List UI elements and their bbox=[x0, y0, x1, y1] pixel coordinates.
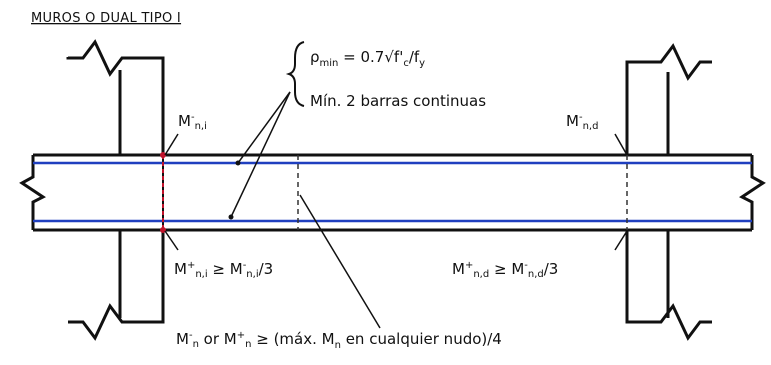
rho-min-label: ρmin = 0.7√f'c/fy bbox=[310, 48, 425, 69]
leader-lines bbox=[164, 91, 628, 329]
m-neg-right-label: M-n,d bbox=[566, 112, 598, 132]
diagram-title: MUROS O DUAL TIPO I bbox=[31, 11, 181, 26]
left-lower-column bbox=[68, 230, 165, 341]
left-section-point-top bbox=[160, 152, 166, 158]
longitudinal-rebar bbox=[33, 161, 752, 223]
m-neg-left-label: M-n,i bbox=[178, 112, 207, 132]
min-bars-label: Mín. 2 barras continuas bbox=[310, 92, 486, 110]
right-lower-column bbox=[625, 230, 712, 341]
right-upper-column bbox=[625, 43, 712, 155]
m-pos-right-label: M+n,d ≥ M-n,d/3 bbox=[452, 260, 558, 280]
bottom-rule-label: M-n or M+n ≥ (máx. Mn en cualquier nudo)… bbox=[176, 330, 502, 351]
left-upper-column bbox=[66, 39, 165, 155]
brace bbox=[285, 41, 305, 107]
m-pos-left-label: M+n,i ≥ M-n,i/3 bbox=[174, 260, 273, 280]
beam-outline bbox=[19, 153, 766, 232]
